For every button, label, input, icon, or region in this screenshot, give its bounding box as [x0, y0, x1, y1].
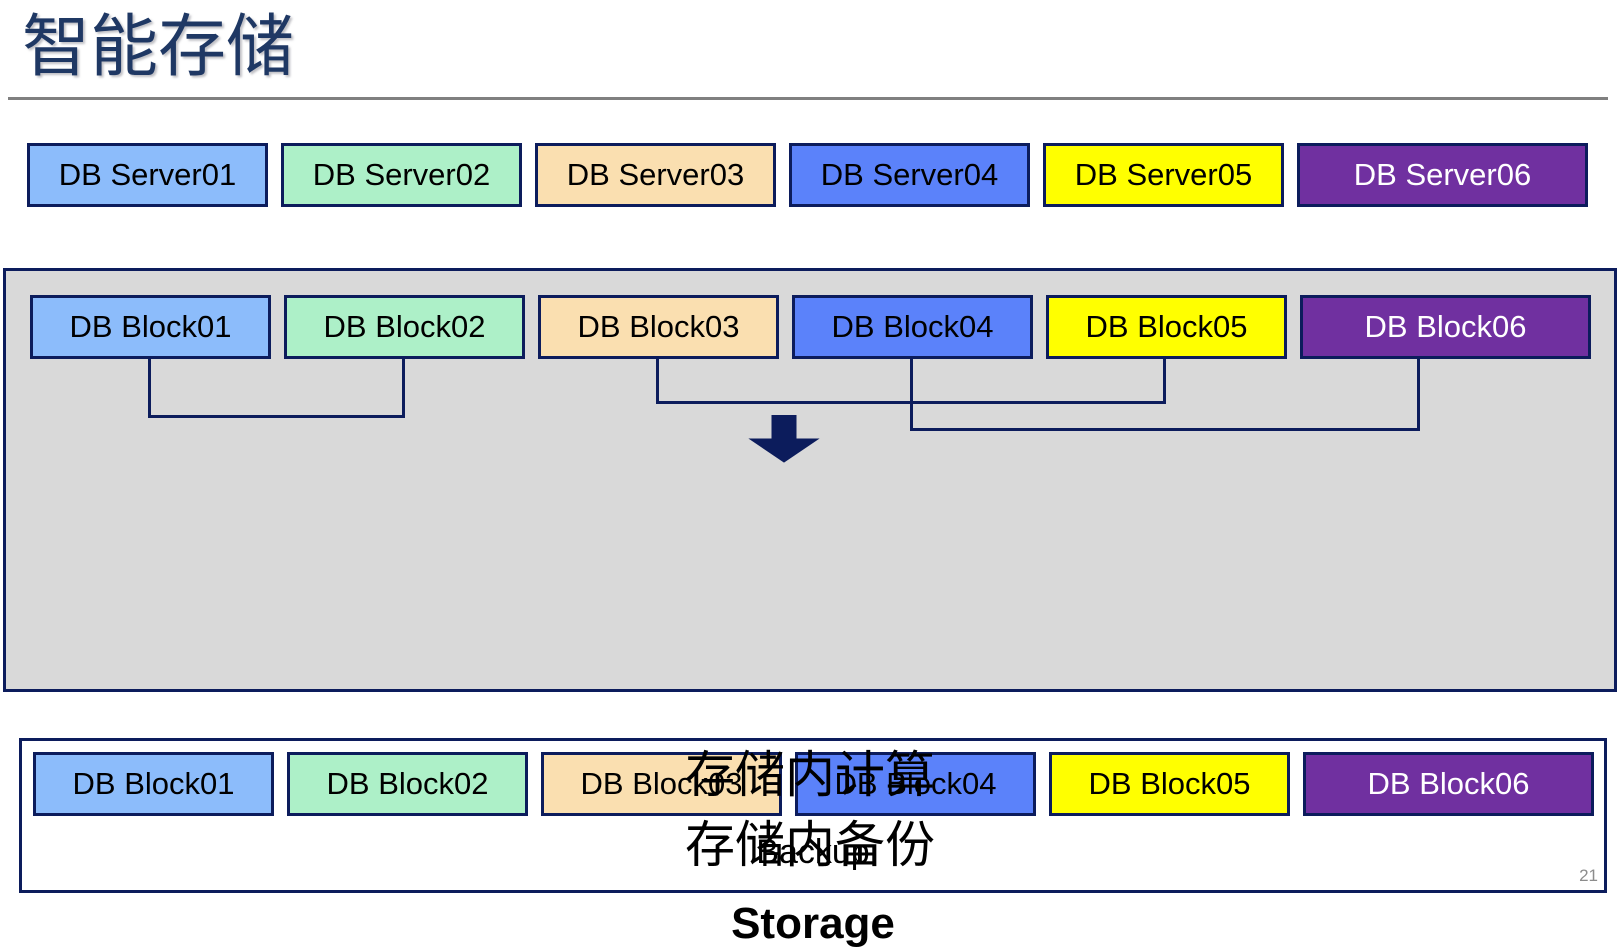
db-server-label: DB Server05 [1074, 157, 1253, 192]
db-block-backup-05[interactable]: DB Block05 [1049, 752, 1290, 816]
db-block-backup-label: DB Block03 [580, 766, 743, 801]
db-block-backup-01[interactable]: DB Block01 [33, 752, 274, 816]
db-block-primary-03[interactable]: DB Block03 [538, 295, 779, 359]
db-block-primary-label: DB Block04 [831, 309, 994, 344]
db-block-primary-label: DB Block05 [1085, 309, 1248, 344]
db-block-primary-label: DB Block02 [323, 309, 486, 344]
connector-bar-01-02 [148, 415, 405, 418]
db-server-label: DB Server06 [1353, 157, 1532, 192]
db-block-primary-label: DB Block06 [1364, 309, 1527, 344]
db-server-06[interactable]: DB Server06 [1297, 143, 1588, 207]
connector-block05-drop [1163, 356, 1166, 404]
db-block-backup-label: DB Block02 [326, 766, 489, 801]
db-block-primary-06[interactable]: DB Block06 [1300, 295, 1591, 359]
db-server-05[interactable]: DB Server05 [1043, 143, 1284, 207]
db-server-02[interactable]: DB Server02 [281, 143, 522, 207]
db-block-backup-label: DB Block04 [834, 766, 997, 801]
db-block-primary-label: DB Block01 [69, 309, 232, 344]
db-server-label: DB Server02 [312, 157, 491, 192]
db-server-04[interactable]: DB Server04 [789, 143, 1030, 207]
db-block-backup-04[interactable]: DB Block04 [795, 752, 1036, 816]
db-server-label: DB Server01 [58, 157, 237, 192]
title-divider [8, 97, 1608, 100]
db-block-backup-06[interactable]: DB Block06 [1303, 752, 1594, 816]
db-block-backup-label: DB Block01 [72, 766, 235, 801]
db-block-backup-03[interactable]: DB Block03 [541, 752, 782, 816]
connector-block06-drop [1417, 356, 1420, 431]
db-block-backup-label: DB Block06 [1367, 766, 1530, 801]
storage-panel: Backup DB Block01 DB Block02 DB Block03 DB … [3, 268, 1617, 948]
storage-label: Storage [731, 899, 895, 948]
db-block-primary-05[interactable]: DB Block05 [1046, 295, 1287, 359]
connector-block04-drop [910, 356, 913, 431]
db-block-primary-01[interactable]: DB Block01 [30, 295, 271, 359]
connector-block01-drop [148, 356, 151, 418]
down-arrow-icon [748, 415, 820, 463]
db-block-backup-02[interactable]: DB Block02 [287, 752, 528, 816]
db-block-primary-label: DB Block03 [577, 309, 740, 344]
caption-line-1: 存储内计算 [685, 747, 935, 803]
backup-label: Backup [756, 833, 870, 871]
db-server-label: DB Server04 [820, 157, 999, 192]
db-block-primary-02[interactable]: DB Block02 [284, 295, 525, 359]
db-server-01[interactable]: DB Server01 [27, 143, 268, 207]
page-number: 21 [1579, 866, 1598, 885]
connector-block02-drop [402, 356, 405, 418]
connector-block03-drop [656, 356, 659, 404]
db-server-row: DB Server01 DB Server02 DB Server03 DB Serv… [27, 143, 1588, 207]
db-server-03[interactable]: DB Server03 [535, 143, 776, 207]
db-server-label: DB Server03 [566, 157, 745, 192]
backup-box: Backup DB Block01 DB Block02 DB Block03 DB … [19, 738, 1607, 893]
db-block-backup-label: DB Block05 [1088, 766, 1251, 801]
caption-line-2: 存储内备份 [685, 817, 935, 873]
db-block-primary-04[interactable]: DB Block04 [792, 295, 1033, 359]
connector-bar-04-06 [910, 428, 1420, 431]
page-title: 智能存储 [22, 9, 295, 85]
